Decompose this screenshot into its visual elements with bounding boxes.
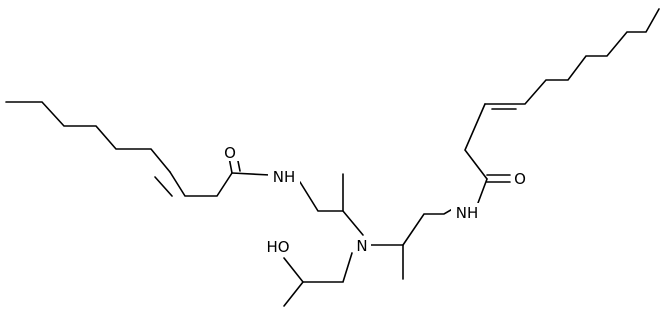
hydroxypropyl-methyl [283,281,304,307]
right-carbonyl-oxygen-label: O [514,170,526,188]
right-amide-nitrogen-label: NH [456,204,479,222]
central-nitrogen-label: N [356,237,367,255]
left-acyl-chain [169,171,233,197]
bond-lines [5,8,660,307]
left-amide-cn-bond [231,172,271,176]
right-amide-cn-bond [477,178,488,204]
hydroxypropyl-arm [283,252,353,283]
right-linker [402,206,457,246]
left-carbonyl-oxygen-label: O [224,144,236,162]
hydroxyl-label: HO [266,238,289,256]
right-acyl-chain [464,103,488,180]
left-alkyl-chain [5,101,171,173]
left-amide-nitrogen-label: NH [273,168,296,186]
left-trans-double-bond [154,176,173,197]
left-linker [299,181,364,236]
atom-labels: O NH N HO NH O [221,141,529,256]
right-alkyl-chain [484,8,660,105]
